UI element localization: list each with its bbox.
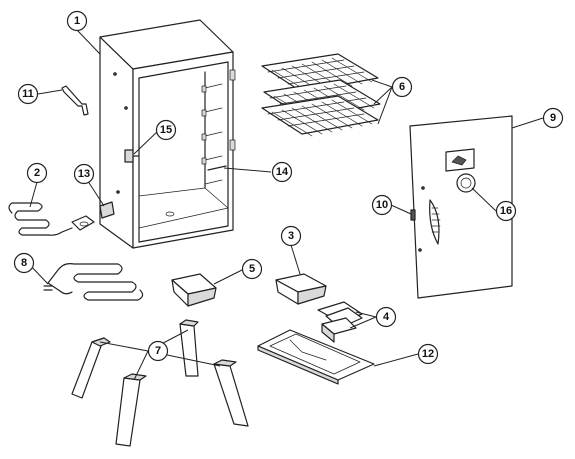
- callout-16: 16: [495, 200, 517, 222]
- callout-6: 6: [391, 76, 413, 98]
- cooking-racks-part: [261, 53, 381, 137]
- callout-4-label: 4: [383, 311, 390, 323]
- leader-lines: [27, 29, 544, 381]
- callout-5-label: 5: [249, 263, 255, 275]
- callout-3-label: 3: [288, 230, 294, 242]
- callout-14-label: 14: [276, 166, 289, 178]
- callout-16-label: 16: [500, 205, 512, 217]
- callout-15-label: 15: [160, 124, 172, 136]
- drip-tray-part: [257, 329, 375, 385]
- side-handle-part: [61, 85, 89, 116]
- callout-1-label: 1: [74, 15, 80, 27]
- callout-12-label: 12: [422, 348, 434, 360]
- callout-8: 8: [13, 252, 35, 274]
- callout-11-label: 11: [22, 88, 34, 100]
- callout-3: 3: [280, 225, 302, 247]
- small-trays-part: [317, 301, 363, 343]
- lower-heating-element-part: [43, 263, 144, 301]
- rack-rail-part: [207, 165, 227, 171]
- callout-8-label: 8: [21, 257, 27, 269]
- callout-14: 14: [271, 161, 293, 183]
- callout-12: 12: [417, 343, 439, 365]
- callout-9-label: 9: [550, 112, 556, 124]
- smoker-cabinet-body: [99, 19, 236, 249]
- callout-2-label: 2: [34, 167, 40, 179]
- callout-9: 9: [542, 107, 564, 129]
- callout-7-label: 7: [155, 345, 161, 357]
- water-pan-part: [171, 273, 217, 307]
- callout-11: 11: [17, 83, 39, 105]
- callout-10: 10: [371, 194, 393, 216]
- callout-4: 4: [375, 306, 397, 328]
- callout-1: 1: [66, 10, 88, 32]
- callout-13-label: 13: [78, 168, 90, 180]
- door-part: [409, 115, 513, 299]
- callout-15: 15: [155, 119, 177, 141]
- heating-element-part: [8, 202, 95, 236]
- callout-13: 13: [73, 163, 95, 185]
- callout-10-label: 10: [376, 199, 388, 211]
- inner-bracket-part: [124, 149, 140, 163]
- callout-5: 5: [241, 258, 263, 280]
- callout-7: 7: [147, 340, 169, 362]
- callout-2: 2: [26, 162, 48, 184]
- legs-part: [71, 319, 249, 447]
- callout-6-label: 6: [399, 81, 405, 93]
- wood-chip-tray-part: [275, 273, 327, 305]
